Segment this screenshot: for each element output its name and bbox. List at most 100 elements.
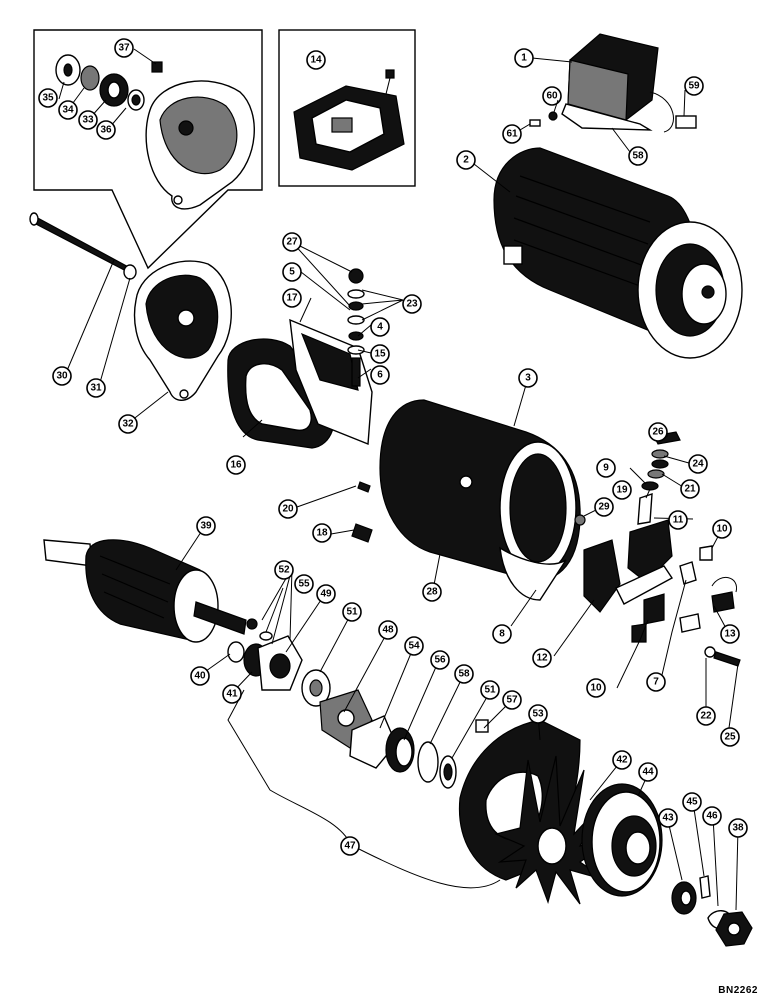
inset-bearing-cap	[55, 54, 81, 86]
svg-text:13: 13	[724, 629, 736, 640]
callout-58-lower: 58	[454, 664, 474, 684]
callout-32: 32	[118, 414, 138, 434]
svg-text:31: 31	[90, 383, 102, 394]
svg-text:22: 22	[700, 711, 712, 722]
svg-text:4: 4	[377, 322, 383, 333]
callout-11: 11	[668, 510, 688, 530]
regulator-leaders	[519, 89, 686, 153]
svg-text:61: 61	[506, 129, 518, 140]
svg-text:58: 58	[632, 151, 644, 162]
callout-21: 21	[680, 479, 700, 499]
callout-18: 18	[312, 523, 332, 543]
svg-text:51: 51	[484, 685, 496, 696]
svg-text:21: 21	[684, 484, 696, 495]
callout-13: 13	[720, 624, 740, 644]
terminal-stack	[347, 268, 365, 387]
svg-text:32: 32	[122, 419, 134, 430]
svg-text:18: 18	[316, 528, 328, 539]
svg-text:45: 45	[686, 797, 698, 808]
svg-text:48: 48	[382, 625, 394, 636]
svg-text:25: 25	[724, 732, 736, 743]
callout-9: 9	[596, 458, 616, 478]
callout-36: 36	[96, 120, 116, 140]
svg-text:2: 2	[463, 155, 469, 166]
svg-text:16: 16	[230, 460, 242, 471]
callout-29: 29	[594, 497, 614, 517]
callout-16: 16	[226, 455, 246, 475]
callout-54: 54	[404, 636, 424, 656]
svg-text:9: 9	[603, 463, 609, 474]
svg-text:46: 46	[706, 811, 718, 822]
drawing-code: BN2262	[718, 985, 758, 996]
commutator-end-frame	[133, 260, 232, 401]
callout-45: 45	[682, 792, 702, 812]
callout-41: 41	[222, 684, 242, 704]
callout-40: 40	[190, 666, 210, 686]
svg-text:55: 55	[298, 579, 310, 590]
callout-19: 19	[612, 480, 632, 500]
callout-33: 33	[78, 110, 98, 130]
svg-text:26: 26	[652, 427, 664, 438]
field-frame	[379, 399, 581, 601]
callout-44: 44	[638, 762, 658, 782]
callout-14: 14	[306, 50, 326, 70]
fan	[494, 755, 615, 905]
svg-text:39: 39	[200, 521, 212, 532]
svg-text:38: 38	[732, 823, 744, 834]
svg-text:6: 6	[377, 370, 383, 381]
callout-58-upper: 58	[628, 146, 648, 166]
callout-15: 15	[370, 344, 390, 364]
callout-46: 46	[702, 806, 722, 826]
callout-23: 23	[402, 294, 422, 314]
bearing-inset-frame	[33, 29, 263, 270]
callout-5: 5	[282, 262, 302, 282]
callout-42: 42	[612, 750, 632, 770]
callout-31: 31	[86, 378, 106, 398]
callout-27: 27	[282, 232, 302, 252]
callout-35: 35	[38, 88, 58, 108]
callout-28: 28	[422, 582, 442, 602]
callout-22: 22	[696, 706, 716, 726]
through-bolt	[29, 212, 135, 275]
svg-text:59: 59	[688, 81, 700, 92]
terminal-hardware	[637, 431, 681, 525]
callout-55: 55	[294, 574, 314, 594]
bolt-washer	[123, 264, 137, 280]
svg-text:41: 41	[226, 689, 238, 700]
callout-52: 52	[274, 560, 294, 580]
svg-text:1: 1	[521, 53, 527, 64]
callout-20: 20	[278, 499, 298, 519]
callout-61: 61	[502, 124, 522, 144]
callout-53: 53	[528, 704, 548, 724]
svg-text:35: 35	[42, 93, 54, 104]
callout-51-lower: 51	[480, 680, 500, 700]
inset-bearing	[99, 73, 129, 107]
svg-text:20: 20	[282, 504, 294, 515]
svg-text:52: 52	[278, 565, 290, 576]
callout-10-lower: 10	[586, 678, 606, 698]
svg-text:47: 47	[344, 841, 356, 852]
callout-3: 3	[518, 368, 538, 388]
svg-text:54: 54	[408, 641, 420, 652]
svg-text:17: 17	[286, 293, 298, 304]
callout-60: 60	[542, 86, 562, 106]
callout-49: 49	[316, 584, 336, 604]
callout-48: 48	[378, 620, 398, 640]
field-coil	[227, 338, 335, 449]
callout-39: 39	[196, 516, 216, 536]
inset-washer	[80, 65, 100, 91]
svg-text:36: 36	[100, 125, 112, 136]
callout-12: 12	[532, 648, 552, 668]
svg-text:12: 12	[536, 653, 548, 664]
svg-text:34: 34	[62, 105, 74, 116]
drive-end-bearing-parts	[227, 618, 489, 789]
svg-text:60: 60	[546, 91, 558, 102]
assembled-generator	[493, 147, 743, 359]
inset-field-coil	[293, 69, 405, 171]
callout-34: 34	[58, 100, 78, 120]
svg-text:57: 57	[506, 695, 518, 706]
callout-8: 8	[492, 624, 512, 644]
svg-text:28: 28	[426, 587, 438, 598]
svg-text:58: 58	[458, 669, 470, 680]
